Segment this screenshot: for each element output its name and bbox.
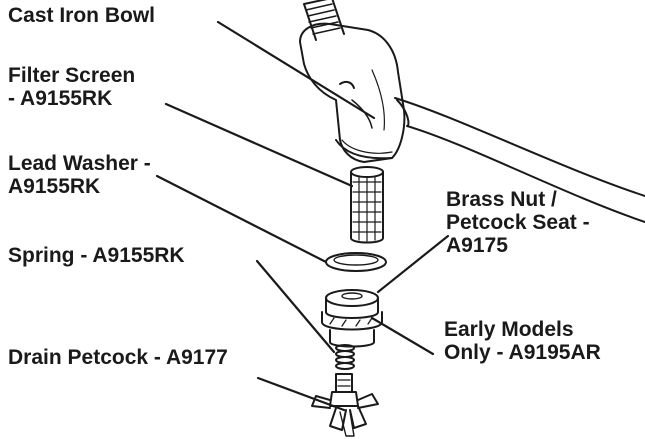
filter-screen — [351, 167, 383, 243]
label-line: Petcock Seat - — [446, 211, 590, 234]
label-spring: Spring - A9155RK — [8, 244, 185, 267]
label-drain-petcock: Drain Petcock - A9177 — [8, 346, 228, 369]
cast-iron-bowl — [300, 24, 404, 162]
label-line: Drain Petcock - A9177 — [8, 346, 228, 369]
label-line: Early Models — [444, 318, 601, 341]
label-line: Cast Iron Bowl — [8, 4, 155, 27]
label-line: Spring - A9155RK — [8, 244, 185, 267]
label-line: - A9155RK — [8, 87, 135, 110]
lead-washer — [326, 253, 386, 271]
label-early-models: Early Models Only - A9195AR — [444, 318, 601, 364]
label-line: A9155RK — [8, 175, 151, 198]
label-line: Lead Washer - — [8, 152, 151, 175]
label-brass-nut: Brass Nut / Petcock Seat - A9175 — [446, 188, 590, 257]
label-line: Filter Screen — [8, 64, 135, 87]
label-lead-washer: Lead Washer - A9155RK — [8, 152, 151, 198]
inlet-nipple — [304, 0, 344, 40]
label-line: A9175 — [446, 234, 590, 257]
label-filter-screen: Filter Screen - A9155RK — [8, 64, 135, 110]
label-line: Brass Nut / — [446, 188, 590, 211]
spring — [336, 345, 354, 369]
label-cast-iron-bowl: Cast Iron Bowl — [8, 4, 155, 27]
drain-petcock — [312, 374, 378, 436]
label-line: Only - A9195AR — [444, 341, 601, 364]
